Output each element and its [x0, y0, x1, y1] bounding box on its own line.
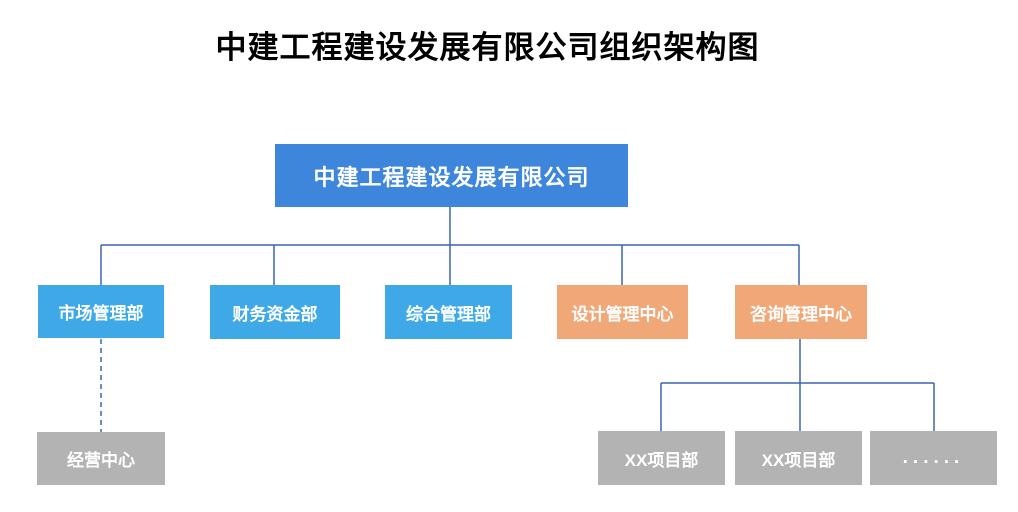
node-market-dept: 市场管理部 — [38, 285, 164, 338]
node-project-dept-2: XX项目部 — [735, 431, 862, 485]
node-finance-dept: 财务资金部 — [210, 285, 340, 339]
node-general-dept: 综合管理部 — [385, 285, 512, 339]
chart-title: 中建工程建设发展有限公司组织架构图 — [215, 30, 760, 66]
node-company-root: 中建工程建设发展有限公司 — [275, 144, 628, 207]
node-operations-center: 经营中心 — [37, 432, 165, 485]
node-design-center: 设计管理中心 — [557, 285, 688, 339]
node-consulting-center: 咨询管理中心 — [735, 285, 867, 339]
node-project-more: ...... — [870, 431, 997, 485]
node-project-dept-1: XX项目部 — [598, 431, 725, 485]
